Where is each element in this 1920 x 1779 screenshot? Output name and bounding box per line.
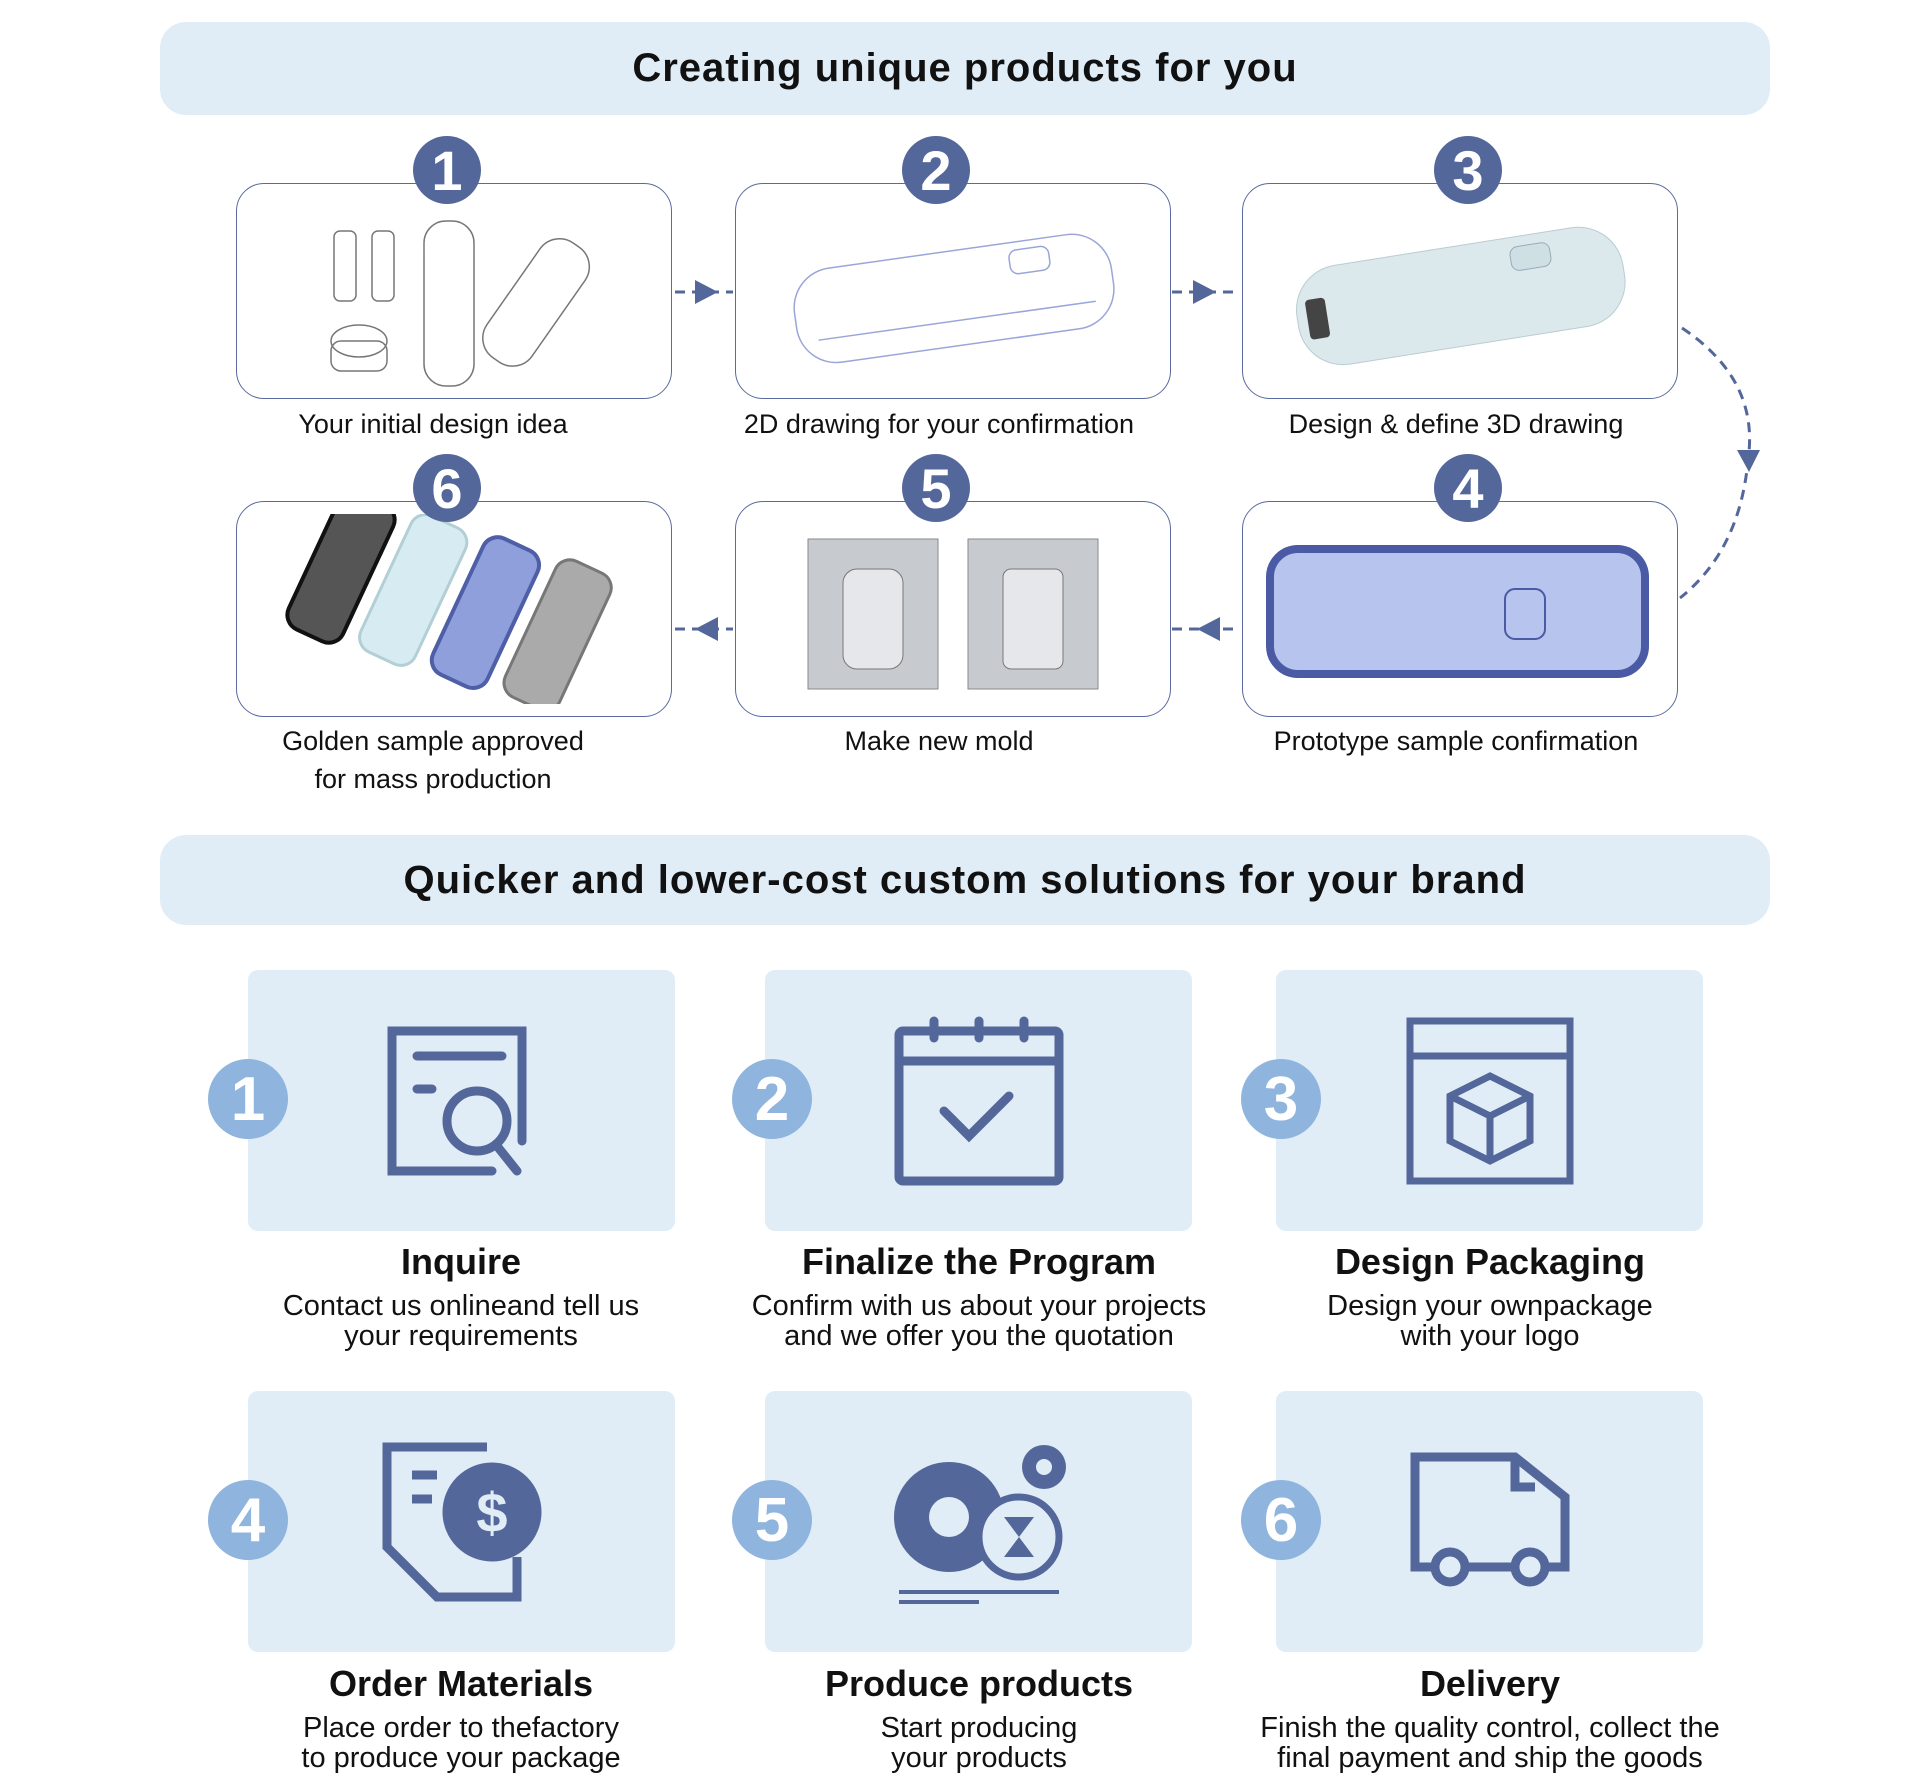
s2-step3-number-badge: 3 [1241, 1059, 1321, 1139]
desc-line: Finish the quality control, collect the [1260, 1712, 1720, 1744]
section1-title: Creating unique products for you [160, 22, 1770, 115]
flow-arrows [675, 280, 1760, 641]
step4-label: Prototype sample confirmation [1273, 726, 1639, 756]
invoice-dollar-icon: $ [248, 1391, 675, 1652]
step5-number-badge: 5 [902, 454, 970, 522]
step5-label: Make new mold [844, 726, 1034, 756]
step6-label-line1: Golden sample approved [282, 726, 584, 756]
arrow-left-icon [1197, 617, 1220, 641]
step3-label: Design & define 3D drawing [1288, 409, 1624, 439]
step6-label: Golden sample approved for mass productio… [183, 722, 683, 798]
s2-step1-number-badge: 1 [208, 1059, 288, 1139]
step5-image-mold [735, 501, 1171, 717]
step4-number-badge: 4 [1434, 454, 1502, 522]
desc-line: and we offer you the quotation [784, 1320, 1174, 1352]
step6-number-badge: 6 [413, 454, 481, 522]
delivery-truck-icon [1276, 1391, 1703, 1652]
step2-label: 2D drawing for your confirmation [743, 409, 1135, 439]
gear-hourglass-icon [765, 1391, 1192, 1652]
document-search-icon [248, 970, 675, 1231]
step1-label: Your initial design idea [298, 409, 568, 439]
desc-line: Start producing [880, 1712, 1078, 1744]
package-box-icon [1276, 970, 1703, 1231]
s2-step6-number-badge: 6 [1241, 1480, 1321, 1560]
step2-number-badge: 2 [902, 136, 970, 204]
s2-step2-title: Finalize the Program [801, 1241, 1157, 1282]
step6-label-line2: for mass production [314, 764, 552, 794]
step6-image-golden-samples [236, 501, 672, 717]
desc-line: Design your ownpackage [1327, 1290, 1653, 1322]
s2-step1-title: Inquire [400, 1241, 521, 1282]
desc-line: Confirm with us about your projects [751, 1290, 1207, 1322]
s2-step3-title: Design Packaging [1334, 1241, 1646, 1282]
step3-number-badge: 3 [1434, 136, 1502, 204]
s2-step6-title: Delivery [1419, 1663, 1561, 1704]
svg-text:$: $ [476, 1481, 507, 1544]
arrow-right-icon [1193, 280, 1216, 304]
arrow-right-icon [695, 280, 718, 304]
section2-title: Quicker and lower-cost custom solutions … [160, 835, 1770, 925]
step1-number-badge: 1 [413, 136, 481, 204]
arrow-left-icon [695, 617, 718, 641]
step4-image-prototype [1242, 501, 1678, 717]
s2-step5-title: Produce products [824, 1663, 1134, 1704]
desc-line: to produce your package [301, 1742, 621, 1774]
desc-line: with your logo [1400, 1320, 1580, 1352]
desc-line: final payment and ship the goods [1277, 1742, 1703, 1774]
s2-step5-number-badge: 5 [732, 1480, 812, 1560]
s2-step4-number-badge: 4 [208, 1480, 288, 1560]
desc-line: Place order to thefactory [303, 1712, 619, 1744]
desc-line: Contact us onlineand tell us [282, 1290, 640, 1322]
s2-step2-number-badge: 2 [732, 1059, 812, 1139]
desc-line: your products [891, 1742, 1067, 1774]
step3-image-3d-drawing [1242, 183, 1678, 399]
step2-image-2d-drawing [735, 183, 1171, 399]
s2-step4-title: Order Materials [328, 1663, 594, 1704]
arrow-down-icon [1737, 450, 1760, 472]
desc-line: your requirements [344, 1320, 578, 1352]
calendar-check-icon [765, 970, 1192, 1231]
step1-image-sketch [236, 183, 672, 399]
